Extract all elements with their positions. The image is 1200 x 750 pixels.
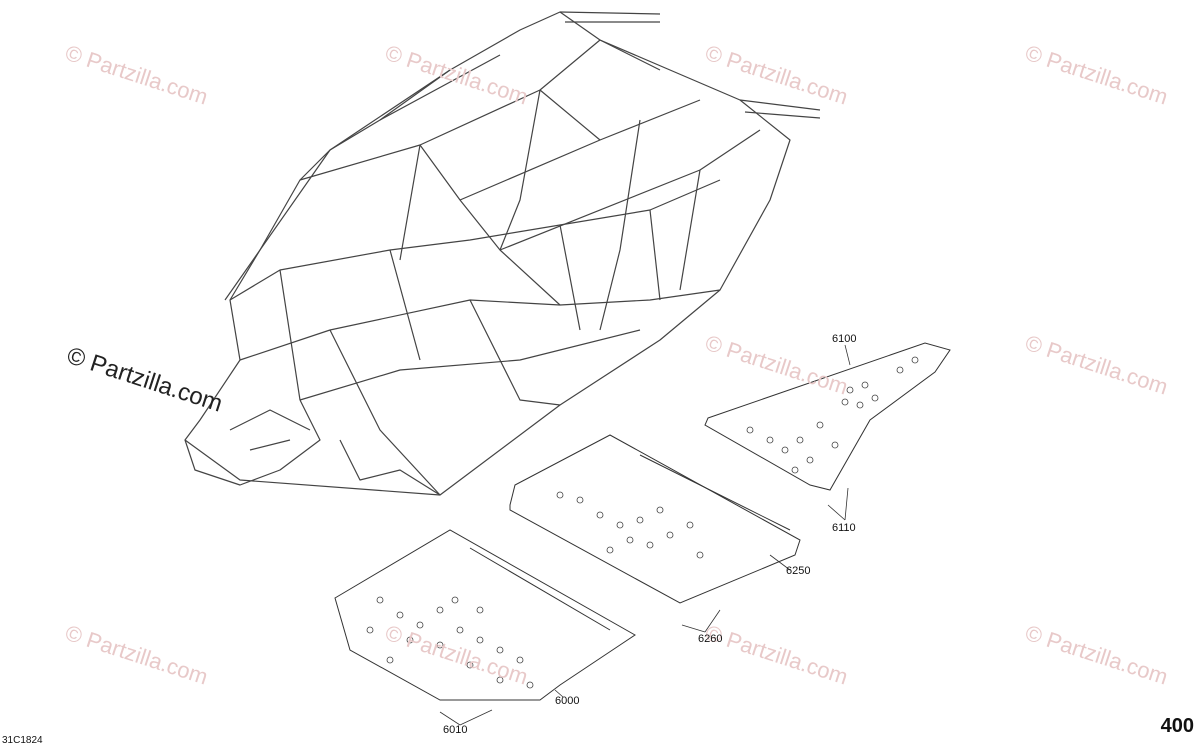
callout-6260: 6260 (698, 633, 723, 645)
callout-6000: 6000 (555, 695, 580, 707)
callout-6010: 6010 (443, 724, 468, 736)
page-number: 400 (1160, 715, 1194, 737)
leader-lines (439, 344, 851, 726)
floor-plate-6250 (509, 434, 801, 604)
diagram-code: 31C1824 (2, 735, 43, 746)
floor-plate-6100 (704, 342, 951, 491)
frame-assembly (184, 11, 821, 496)
callout-6110: 6110 (832, 522, 856, 534)
floor-plate-6000 (334, 529, 636, 701)
callout-6100: 6100 (832, 333, 857, 345)
callout-6250: 6250 (786, 565, 811, 577)
